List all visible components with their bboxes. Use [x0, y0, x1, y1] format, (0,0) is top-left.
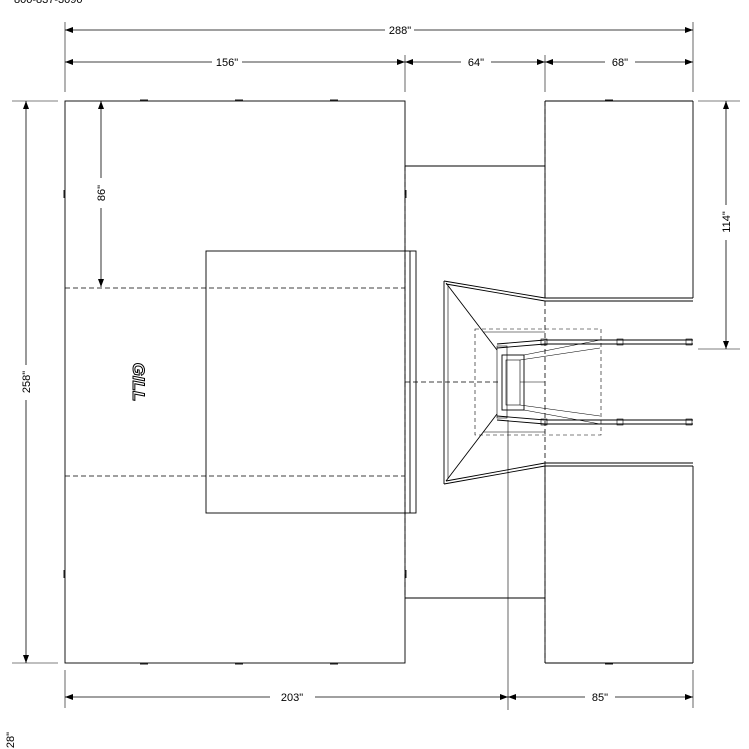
dim-right-height: 114" [721, 211, 733, 233]
platform-outline [205, 250, 417, 514]
dim-left-inset: 86" [96, 185, 108, 201]
dim-right-width: 68" [612, 57, 628, 69]
right-edge-ticks [605, 99, 613, 665]
dim-left-width: 156" [216, 57, 238, 69]
dim-lower-note: 28" [5, 732, 17, 748]
edge-ticks [63, 99, 407, 665]
runway-funnel [443, 280, 693, 485]
right-top-block [544, 100, 694, 298]
dim-bottom-right: 85" [592, 692, 608, 704]
gill-logo: GILL [129, 363, 148, 402]
dim-middle-width: 64" [468, 57, 484, 69]
left-section-outline [64, 100, 406, 664]
dim-bottom-left: 203" [281, 692, 303, 704]
dim-overall-width: 288" [389, 25, 411, 37]
right-bottom-block [544, 466, 694, 664]
phone-number: 800-837-3090 [14, 0, 83, 6]
dim-overall-height: 258" [21, 371, 33, 393]
